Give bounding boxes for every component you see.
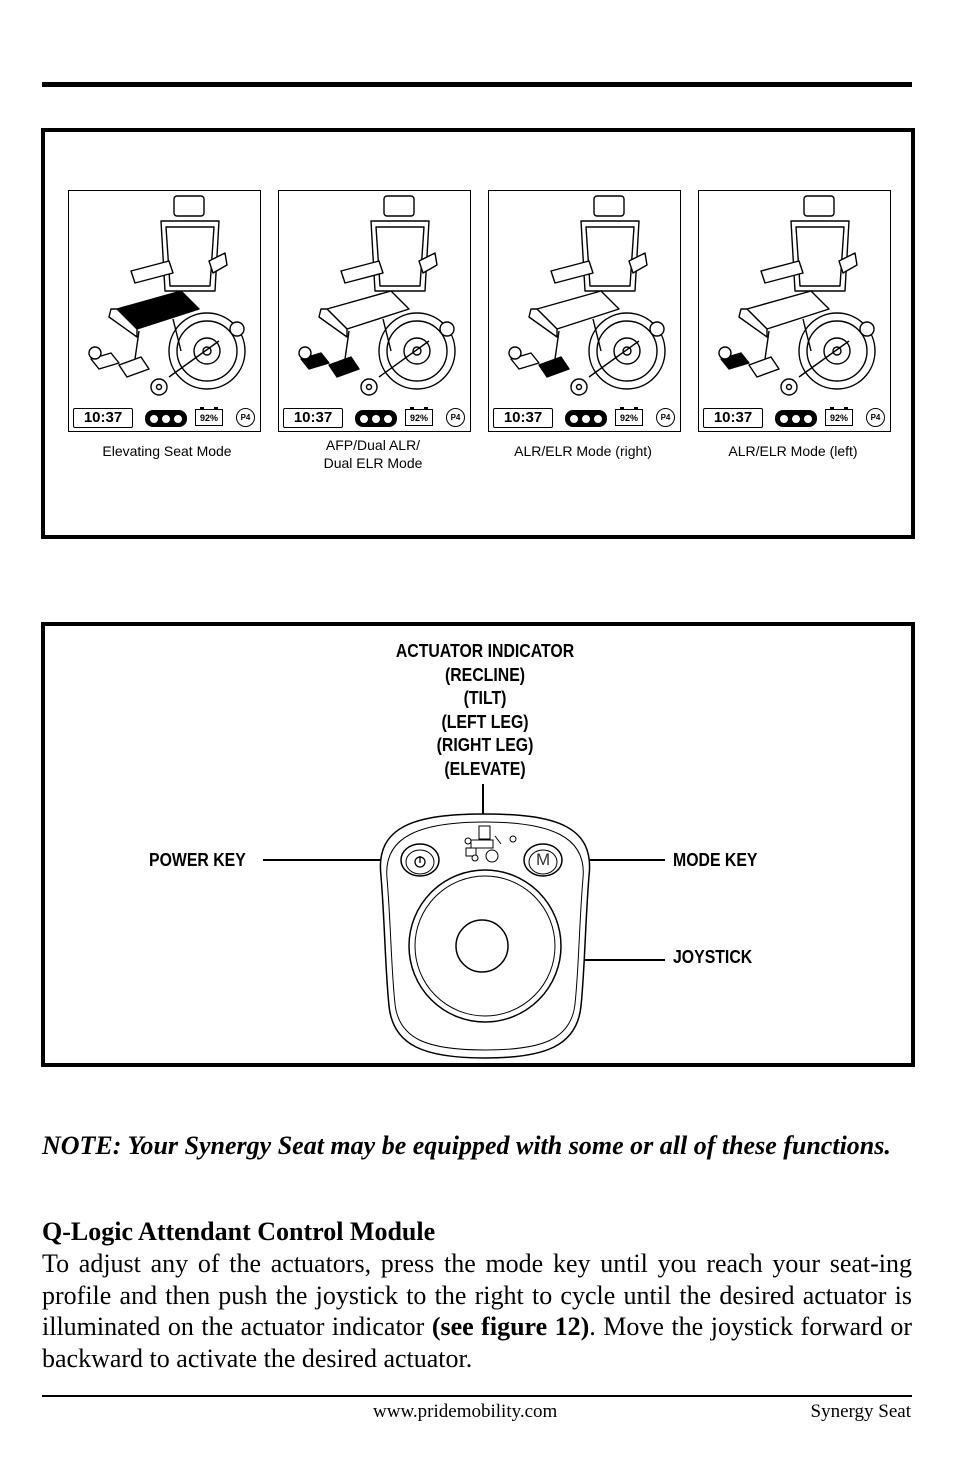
status-bar: 10:37 92% P4 — [73, 407, 256, 428]
mode-caption: ALR/ELR Mode (right) — [514, 443, 652, 459]
top-rule — [42, 82, 912, 87]
actuator-chair-icon — [465, 825, 502, 863]
battery-icon: 92% — [615, 407, 643, 426]
body-part-2: . Move the joystick forward or backward … — [42, 1312, 912, 1373]
mode-key-glyph: M — [536, 850, 551, 869]
mode-panel: 10:37 92% P4 — [278, 190, 471, 432]
profile-badge: P4 — [236, 408, 255, 427]
profile-badge: P4 — [656, 408, 675, 427]
speed-lights-icon — [565, 410, 607, 427]
status-bar: 10:37 92% P4 — [703, 407, 886, 428]
speed-lights-icon — [355, 410, 397, 427]
wheelchair-illustration — [88, 195, 246, 396]
mode-key[interactable] — [523, 843, 563, 877]
actuator-right-leg: (RIGHT LEG) — [436, 735, 534, 755]
figure-attendant-control: ACTUATOR INDICATOR (RECLINE) (TILT) (LEF… — [41, 622, 915, 1067]
speed-lights-icon — [775, 410, 817, 427]
mode-caption: AFP/Dual ALR/Dual ELR Mode — [323, 437, 423, 471]
clock-display: 10:37 — [703, 408, 763, 428]
note-text: NOTE: Your Synergy Seat may be equipped … — [42, 1131, 891, 1160]
footer-url: www.pridemobility.com — [373, 1401, 558, 1422]
mode-caption: ALR/ELR Mode (left) — [728, 443, 858, 459]
profile-badge: P4 — [866, 408, 885, 427]
actuator-indicator-title: ACTUATOR INDICATOR — [395, 641, 575, 661]
battery-icon: 92% — [405, 407, 433, 426]
actuator-indicator-label: ACTUATOR INDICATOR (RECLINE) (TILT) (LEF… — [362, 640, 608, 781]
body-part-1: To adjust any of the actuators, press th… — [42, 1249, 912, 1341]
speed-lights-icon — [145, 410, 187, 427]
power-icon — [414, 856, 426, 868]
joystick-label: JOYSTICK — [673, 947, 753, 967]
actuator-tilt: (TILT) — [463, 688, 507, 708]
section-heading: Q-Logic Attendant Control Module — [42, 1217, 436, 1246]
section-body: To adjust any of the actuators, press th… — [42, 1248, 912, 1374]
wheelchair-illustration — [298, 195, 456, 396]
profile-badge: P4 — [446, 408, 465, 427]
clock-display: 10:37 — [73, 408, 133, 428]
battery-icon: 92% — [195, 407, 223, 426]
status-bar: 10:37 92% P4 — [493, 407, 676, 428]
power-key-label: POWER KEY — [149, 850, 246, 870]
actuator-elevate: (ELEVATE) — [444, 758, 526, 779]
mode-caption: Elevating Seat Mode — [102, 443, 232, 459]
figure-reference: (see figure 12) — [431, 1312, 590, 1341]
bottom-rule — [42, 1395, 912, 1397]
mode-key-label: MODE KEY — [673, 850, 758, 870]
control-module-drawing — [263, 784, 665, 1059]
mode-panel: 10:37 92% P4 — [698, 190, 891, 432]
battery-icon: 92% — [825, 407, 853, 426]
mode-panel: 10:37 92% P4 — [488, 190, 681, 432]
footer-title: Synergy Seat — [810, 1401, 911, 1422]
status-bar: 10:37 92% P4 — [283, 407, 466, 428]
clock-display: 10:37 — [493, 408, 553, 428]
actuator-recline: (RECLINE) — [444, 664, 526, 685]
clock-display: 10:37 — [283, 408, 343, 428]
wheelchair-illustration — [718, 195, 876, 396]
actuator-left-leg: (LEFT LEG) — [441, 711, 529, 732]
mode-panel: 10:37 92% P4 — [68, 190, 261, 432]
wheelchair-illustration — [508, 195, 666, 396]
